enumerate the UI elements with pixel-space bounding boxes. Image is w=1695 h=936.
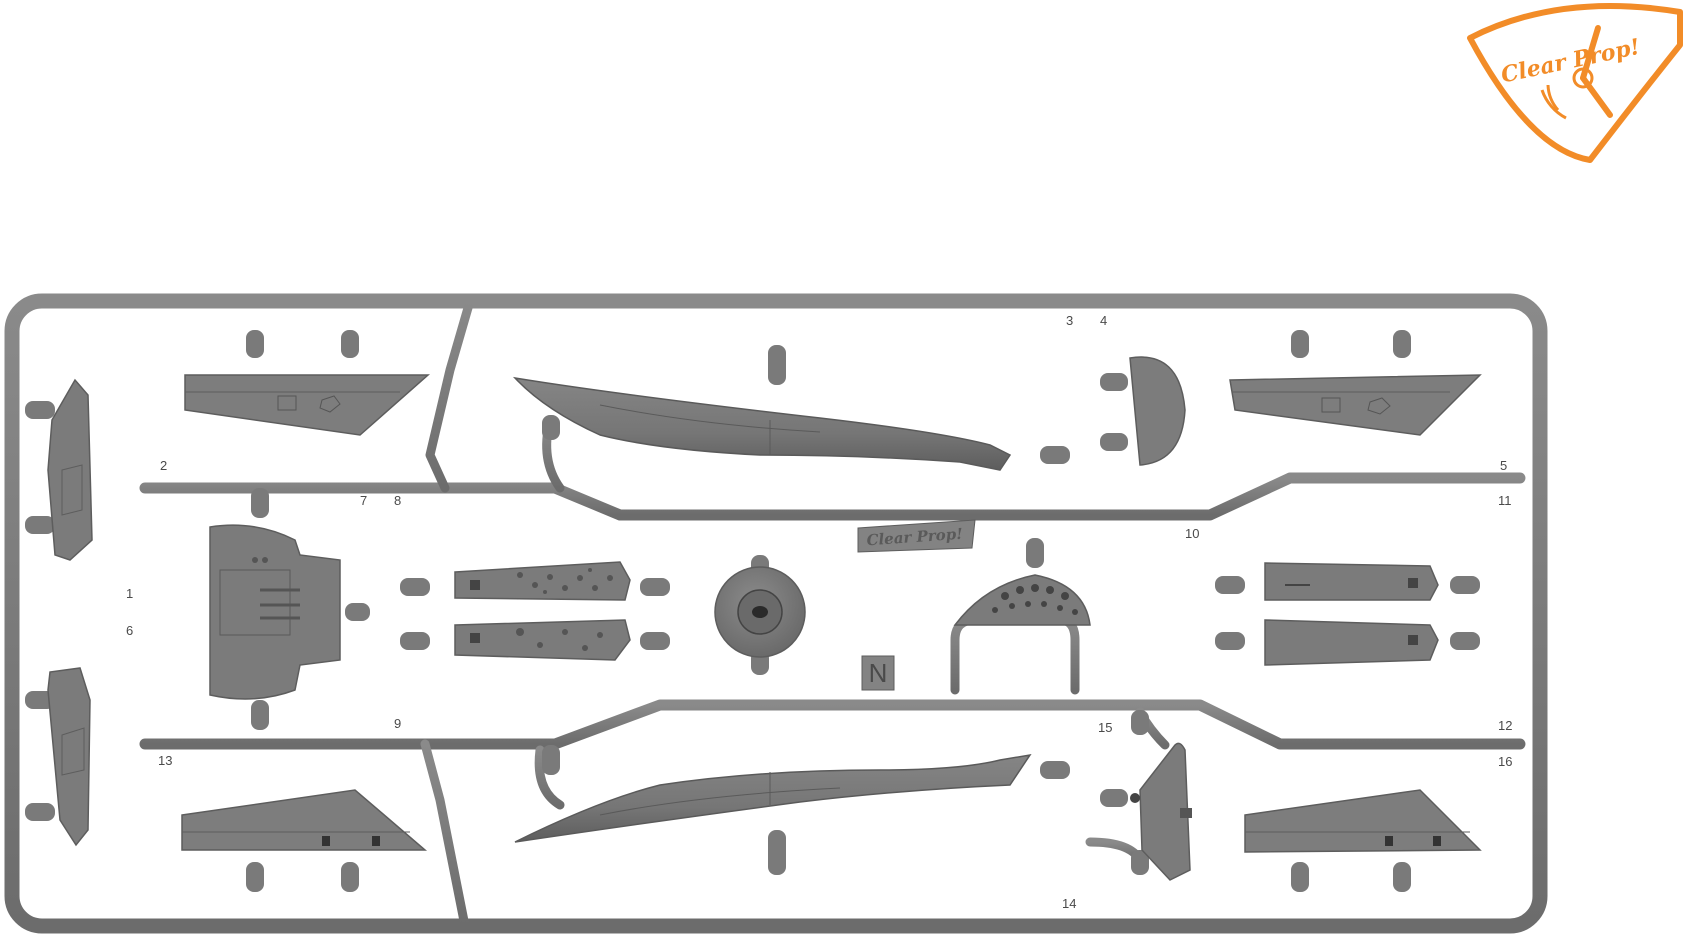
part-rudder-side-lower	[47, 667, 91, 847]
part-flap-16	[1244, 789, 1482, 853]
part-number-6: 6	[126, 623, 133, 638]
part-fuselage-lower	[514, 753, 1032, 843]
part-spinner-disc	[714, 566, 806, 658]
part-number-16: 16	[1498, 754, 1512, 769]
part-side-panel-11	[1264, 562, 1439, 601]
part-side-panel-12	[1264, 619, 1439, 666]
part-flap-2	[184, 374, 430, 436]
part-rudder-side-upper	[47, 378, 93, 561]
sprue-letter: N	[869, 658, 888, 688]
part-fuselage-upper	[512, 376, 1012, 471]
part-console-lower	[454, 619, 631, 661]
part-number-1: 1	[126, 586, 133, 601]
sprue-letter-tag: N	[861, 655, 895, 691]
sprue-frame	[4, 293, 1548, 934]
part-number-labels: 1 2 3 4 5 6 7 8 9 10 11 12 13 14 15 16	[126, 313, 1512, 911]
part-flap-13	[181, 789, 428, 851]
part-number-15: 15	[1098, 720, 1112, 735]
propeller-icon	[1540, 25, 1613, 120]
part-flap-5	[1229, 374, 1482, 436]
part-number-9: 9	[394, 716, 401, 731]
part-number-10: 10	[1185, 526, 1199, 541]
part-number-8: 8	[394, 493, 401, 508]
part-bulkhead-4	[1129, 356, 1186, 466]
part-number-11: 11	[1498, 493, 1512, 508]
part-number-5: 5	[1500, 458, 1507, 473]
sprue-tag: Clear Prop!	[857, 519, 976, 553]
part-number-3: 3	[1066, 313, 1073, 328]
part-instrument-panel	[953, 574, 1091, 626]
part-number-7: 7	[360, 493, 367, 508]
part-number-2: 2	[160, 458, 167, 473]
part-bulkhead-8	[209, 524, 341, 700]
part-console-upper	[454, 561, 631, 601]
part-seat-15	[1130, 742, 1192, 881]
clear-prop-logo: Clear Prop!	[1467, 3, 1683, 163]
part-number-4: 4	[1100, 313, 1107, 328]
part-number-14: 14	[1062, 896, 1076, 911]
part-number-12: 12	[1498, 718, 1512, 733]
part-number-13: 13	[158, 753, 172, 768]
